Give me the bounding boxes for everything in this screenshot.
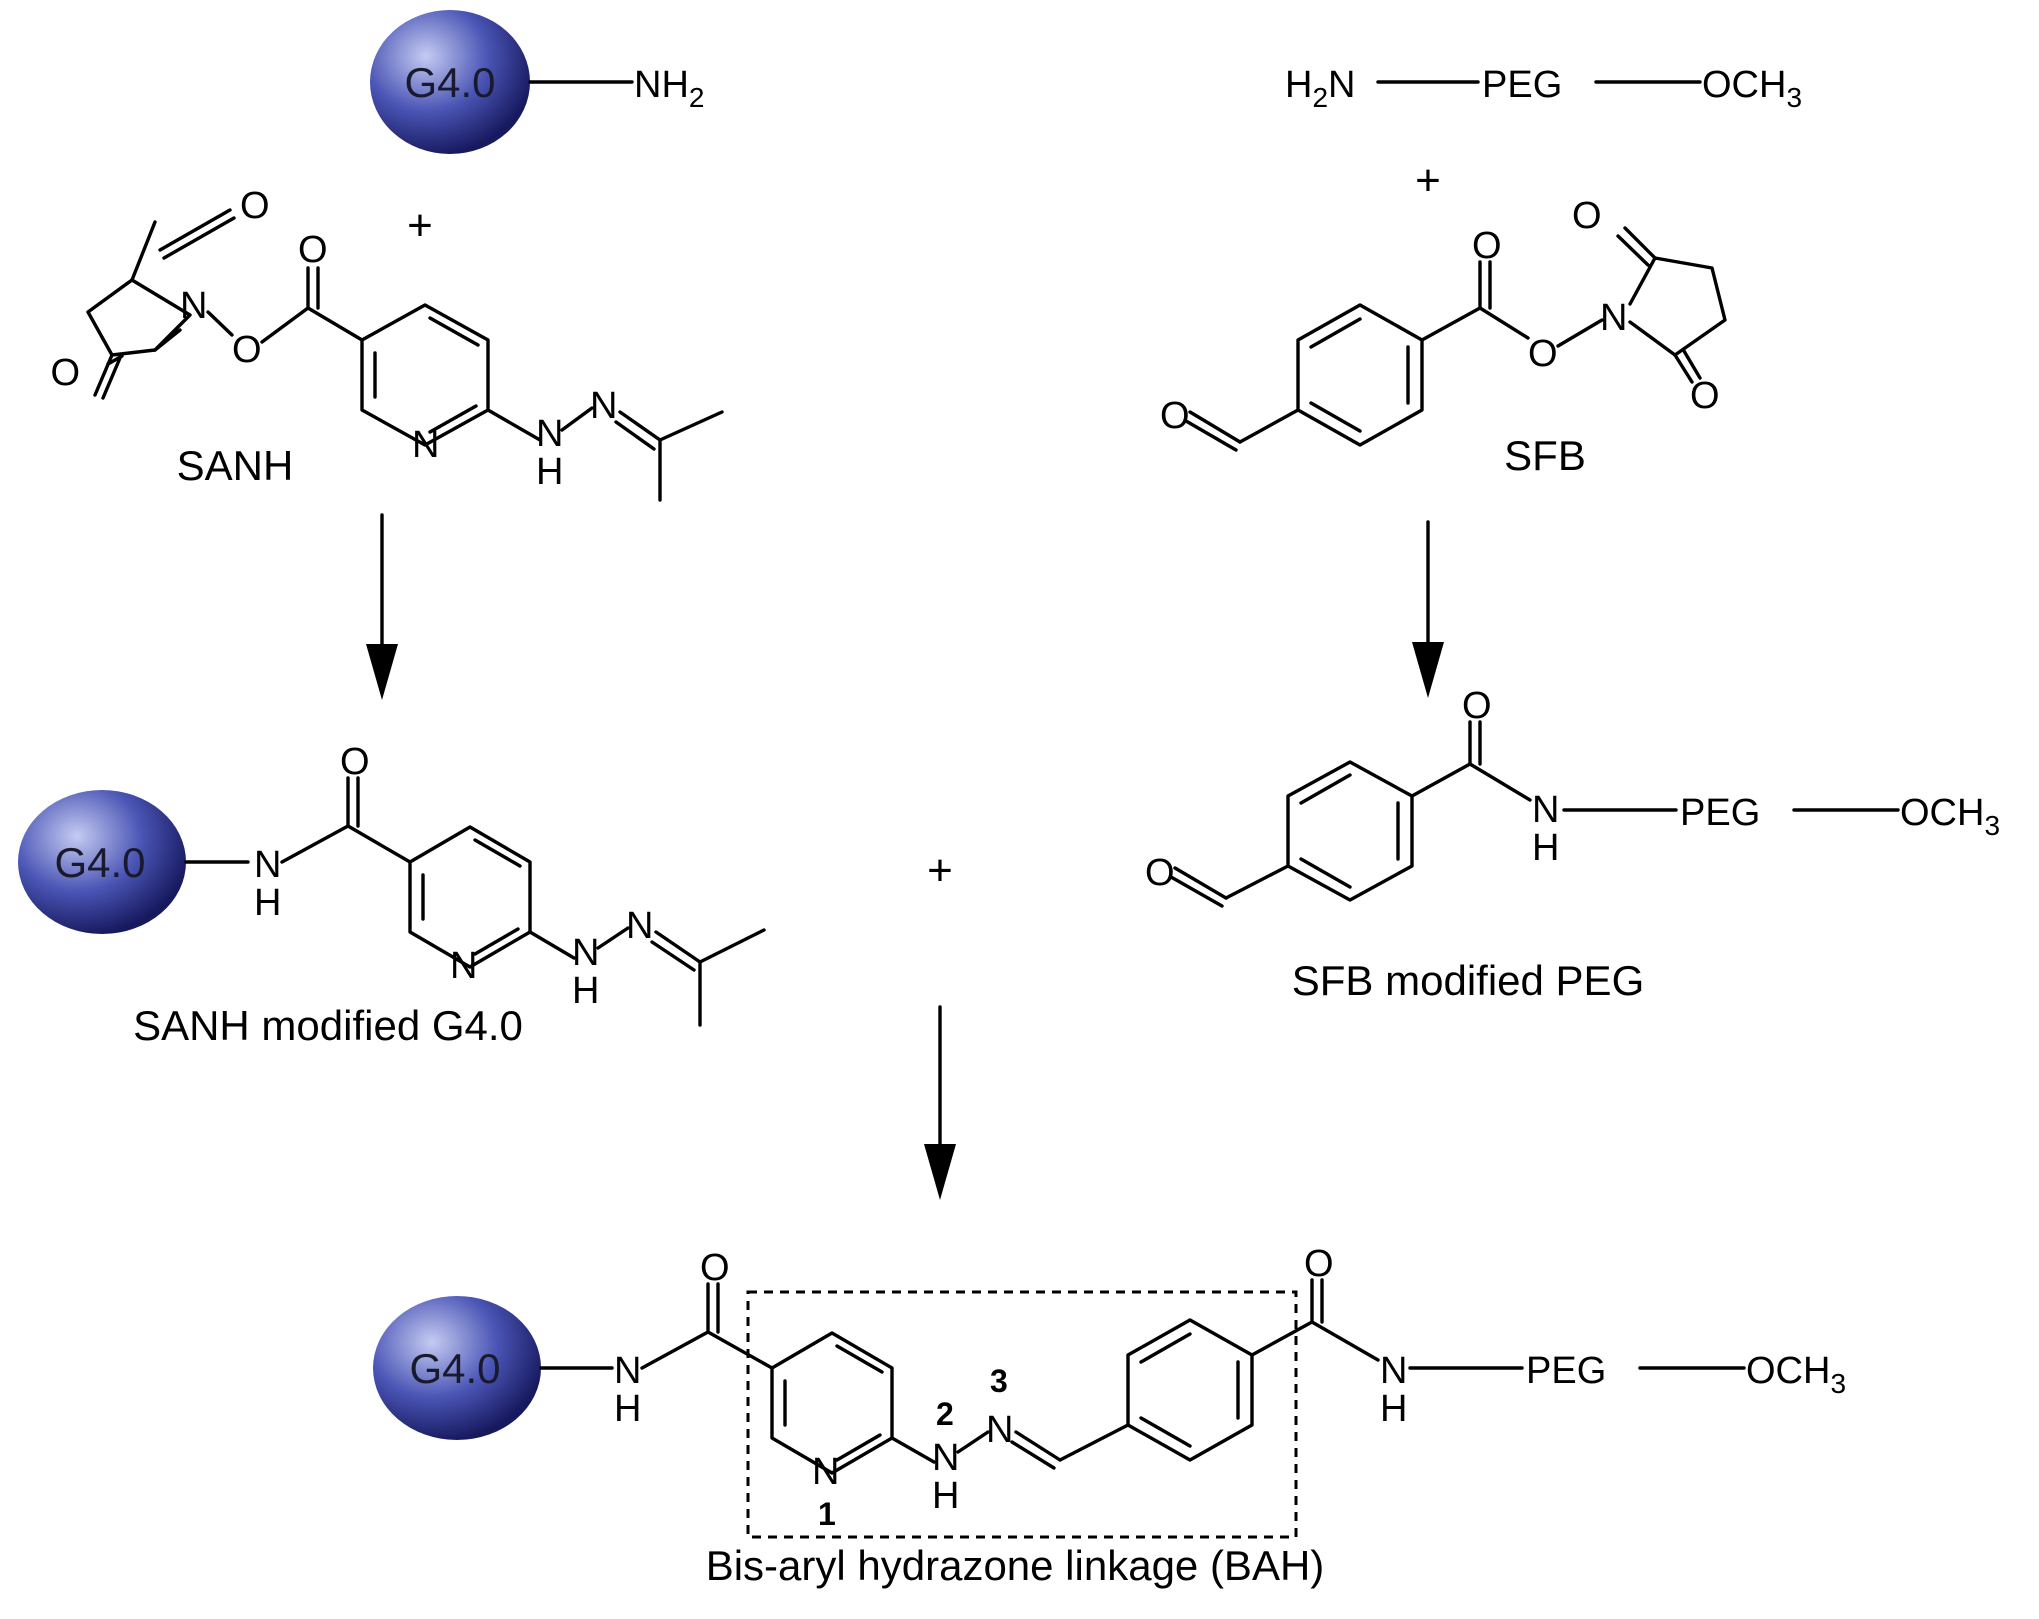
svg-text:N: N bbox=[180, 285, 207, 327]
svg-text:N: N bbox=[986, 1409, 1013, 1451]
svg-text:O: O bbox=[1462, 685, 1492, 727]
svg-text:N: N bbox=[1380, 1350, 1407, 1392]
label-sanh: SANH bbox=[177, 442, 294, 489]
dendrimer-ball bbox=[373, 1296, 541, 1440]
svg-text:N: N bbox=[812, 1451, 839, 1493]
svg-text:N: N bbox=[626, 905, 653, 947]
plus-sign-3: + bbox=[927, 846, 953, 895]
svg-text:N: N bbox=[1532, 789, 1559, 831]
svg-text:O: O bbox=[50, 352, 80, 394]
svg-text:O: O bbox=[1160, 395, 1190, 437]
g40-amine: G4.0 NH2 bbox=[370, 10, 704, 154]
sfb-structure: O O O N O O bbox=[1160, 195, 1727, 452]
svg-text:N: N bbox=[412, 424, 439, 466]
svg-text:H: H bbox=[932, 1475, 959, 1517]
plus-sign-1: + bbox=[407, 201, 433, 250]
label-sfb-modified: SFB modified PEG bbox=[1292, 957, 1644, 1004]
svg-text:N: N bbox=[932, 1437, 959, 1479]
svg-text:H: H bbox=[1380, 1388, 1407, 1430]
svg-text:N: N bbox=[590, 385, 617, 427]
svg-text:O: O bbox=[1145, 852, 1175, 894]
dendrimer-label: G4.0 bbox=[54, 839, 145, 886]
svg-text:N: N bbox=[254, 844, 281, 886]
svg-text:O: O bbox=[1304, 1243, 1334, 1285]
nh2-group: NH2 bbox=[634, 64, 704, 113]
dendrimer-ball bbox=[18, 790, 186, 934]
svg-text:H2N: H2N bbox=[1285, 64, 1355, 113]
svg-text:O: O bbox=[232, 329, 262, 371]
sanh-modified-g40: G4.0 N H O N N H N bbox=[18, 741, 766, 1027]
dendrimer-label: G4.0 bbox=[409, 1345, 500, 1392]
svg-text:N: N bbox=[450, 945, 477, 987]
svg-text:OCH3: OCH3 bbox=[1746, 1350, 1846, 1399]
svg-text:N: N bbox=[1600, 297, 1627, 339]
peg-amine: H2N PEG OCH3 bbox=[1285, 64, 1802, 113]
dendrimer-ball bbox=[370, 10, 530, 154]
label-bah: Bis-aryl hydrazone linkage (BAH) bbox=[706, 1542, 1325, 1589]
position-3: 3 bbox=[990, 1363, 1008, 1399]
svg-text:H: H bbox=[614, 1388, 641, 1430]
svg-text:O: O bbox=[700, 1247, 730, 1289]
svg-text:O: O bbox=[340, 741, 370, 783]
svg-text:H: H bbox=[1532, 827, 1559, 869]
arrow-bottom bbox=[924, 1005, 956, 1200]
svg-text:O: O bbox=[1472, 225, 1502, 267]
svg-text:PEG: PEG bbox=[1526, 1350, 1606, 1392]
bah-product: G4.0 N H O N 1 N H 2 N 3 O bbox=[373, 1243, 1846, 1539]
svg-text:N: N bbox=[536, 413, 563, 455]
svg-text:N: N bbox=[614, 1350, 641, 1392]
dendrimer-label: G4.0 bbox=[404, 59, 495, 106]
arrow-right bbox=[1412, 520, 1444, 698]
svg-text:O: O bbox=[1528, 333, 1558, 375]
label-sfb: SFB bbox=[1504, 432, 1586, 479]
svg-text:O: O bbox=[298, 229, 328, 271]
svg-text:PEG: PEG bbox=[1680, 792, 1760, 834]
bah-highlight-box bbox=[746, 1290, 1298, 1539]
svg-text:OCH3: OCH3 bbox=[1900, 792, 2000, 841]
svg-text:O: O bbox=[1572, 195, 1602, 237]
svg-text:PEG: PEG bbox=[1482, 64, 1562, 106]
svg-text:H: H bbox=[536, 451, 563, 493]
plus-sign-2: + bbox=[1415, 156, 1441, 205]
position-2: 2 bbox=[936, 1396, 954, 1432]
svg-text:O: O bbox=[240, 185, 270, 227]
label-sanh-modified: SANH modified G4.0 bbox=[133, 1002, 523, 1049]
sanh-structure: O O N O O N N H N bbox=[50, 185, 724, 502]
svg-text:H: H bbox=[572, 970, 599, 1012]
arrow-left bbox=[366, 513, 398, 700]
svg-text:N: N bbox=[572, 932, 599, 974]
svg-text:H: H bbox=[254, 882, 281, 924]
svg-text:OCH3: OCH3 bbox=[1702, 64, 1802, 113]
sfb-modified-peg: O O N H PEG OCH3 bbox=[1145, 685, 2000, 908]
position-1: 1 bbox=[818, 1496, 836, 1532]
svg-text:O: O bbox=[1690, 375, 1720, 417]
